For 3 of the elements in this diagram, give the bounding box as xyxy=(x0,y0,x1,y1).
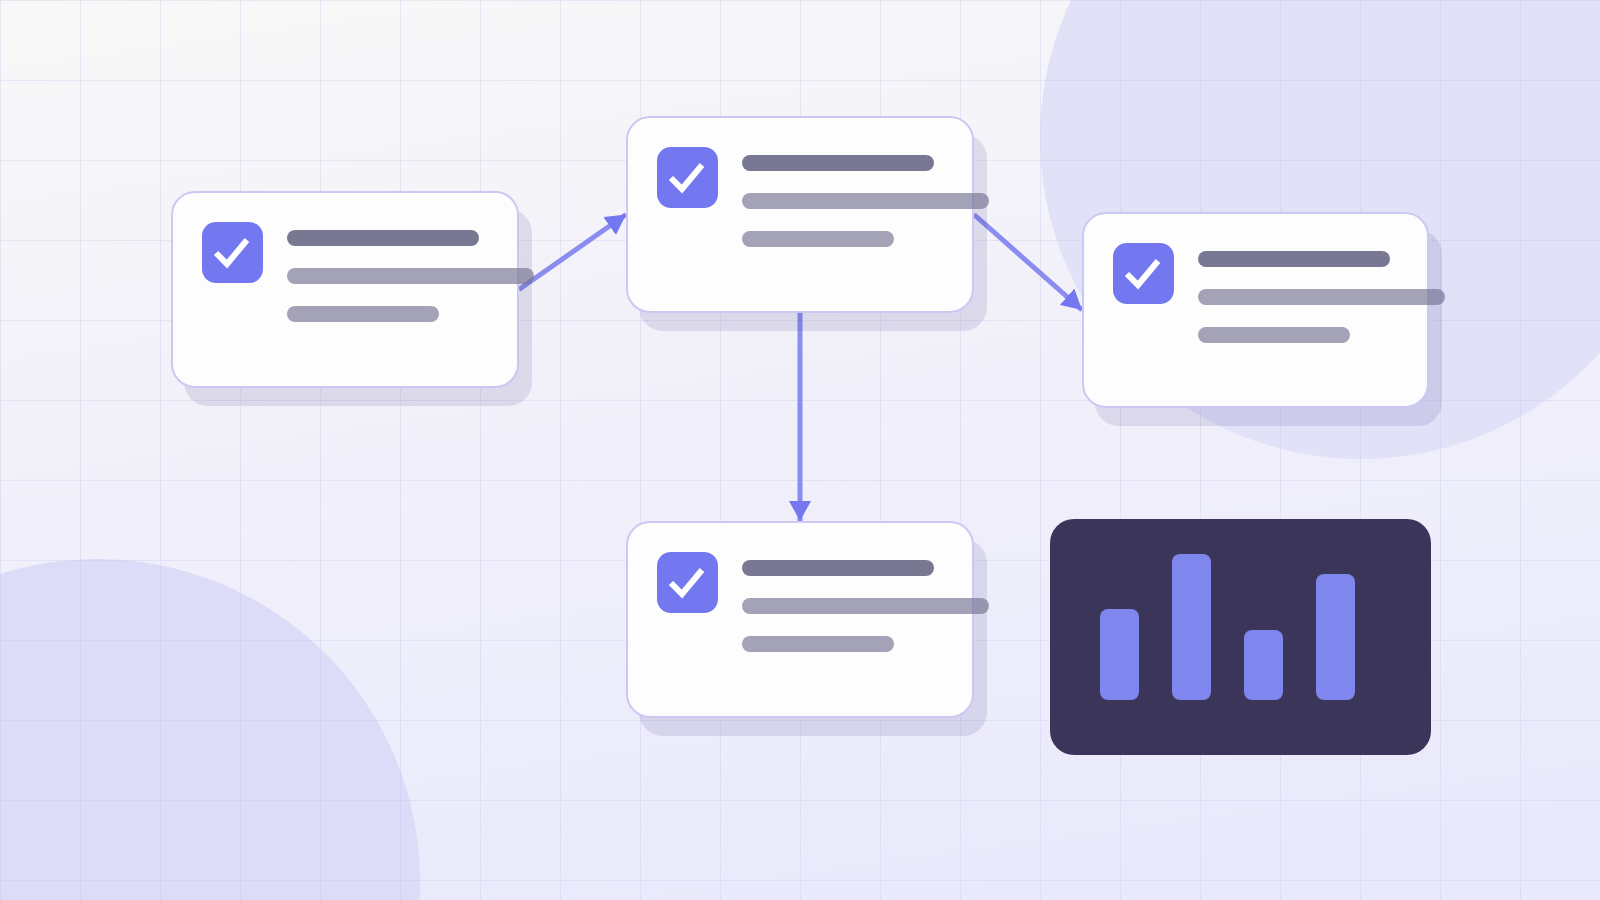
arrow xyxy=(517,212,628,292)
arrow xyxy=(789,313,811,521)
arrow xyxy=(972,212,1084,312)
